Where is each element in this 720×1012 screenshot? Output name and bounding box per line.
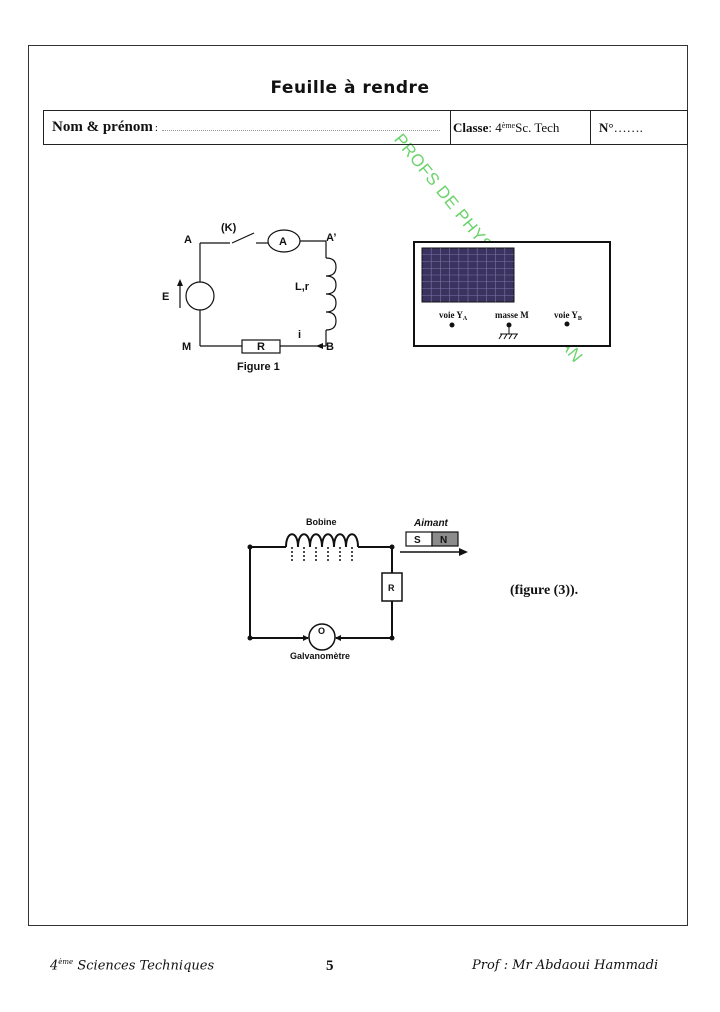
footer-author: Prof : Mr Abdaoui Hammadi [472,958,659,973]
magnet-north [431,531,459,547]
label-voie-b: voie YB [554,310,582,322]
label-pole-s: S [414,535,421,546]
ground-jack[interactable] [506,322,512,328]
name-dotted-line [161,130,440,131]
label-aimant: Aimant [413,518,449,529]
input-b-jack[interactable] [564,321,570,327]
label-i: i [298,329,301,341]
switch-k [231,232,255,244]
label-r: R [257,341,265,353]
label-b: B [326,341,334,353]
name-cell[interactable]: Nom & prénom : [44,111,451,144]
oscilloscope: voie YA masse M voie YB [413,241,611,347]
bobine-coil-top [285,533,359,548]
node-top-right [389,544,395,550]
node-top-left [247,544,253,550]
page-title: Feuille à rendre [270,78,430,98]
label-a-prime: A’ [326,232,336,244]
page-footer: 4ème Sciences Techniques 5 Prof : Mr Abd… [0,958,720,980]
label-e: E [162,291,169,303]
footer-class: 4ème Sciences Techniques [50,958,215,974]
node-bottom-right [389,635,395,641]
class-label: Classe [453,119,489,135]
screen-grid [422,248,514,302]
figure3-circuit: Bobine Aimant S N R O Galvanomètre [247,517,468,661]
motion-arrow-head [459,548,468,556]
number-cell[interactable]: N° ……. [591,111,687,144]
number-label: N° [599,119,614,135]
current-arrow-head [316,343,323,349]
label-a: A [184,234,192,246]
node-bottom-left [247,635,253,641]
figure1-circuit: A A’ (K) A E L,r i M B R Figure 1 [162,222,337,373]
page-frame [28,45,688,926]
number-dots: ……. [613,119,643,135]
figure3-caption: (figure (3)). [510,583,579,598]
voltage-arrow-head [177,279,183,286]
label-masse: masse M [495,310,529,320]
name-separator: : [154,121,158,134]
class-superscript: ème [501,121,516,130]
label-switch-k: (K) [221,222,237,234]
inductor-coil [325,257,337,331]
label-bobine: Bobine [306,517,337,527]
label-lr: L,r [295,281,310,293]
galvanometer [308,623,336,651]
label-voie-a: voie YA [439,310,468,322]
galva-left-arrow [303,635,309,641]
label-m: M [182,341,191,353]
label-galvanometre: Galvanomètre [290,651,350,661]
class-value: Sc. Tech [515,119,560,135]
label-resistor: R [388,583,395,593]
label-galva-symbol: O [318,626,325,636]
student-info-table: Nom & prénom : Classe : 4 ème Sc. Tech N… [43,110,688,145]
figure1-caption: Figure 1 [237,361,280,373]
input-a-jack[interactable] [449,322,455,328]
generator-circle [185,281,215,311]
label-ammeter: A [279,236,287,248]
ground-symbol [498,327,518,340]
class-separator: : 4 [488,119,502,135]
name-label: Nom & prénom [52,119,153,135]
page-number: 5 [326,958,334,974]
galva-right-arrow [335,635,341,641]
class-cell: Classe : 4 ème Sc. Tech [451,111,591,144]
label-pole-n: N [440,535,447,546]
